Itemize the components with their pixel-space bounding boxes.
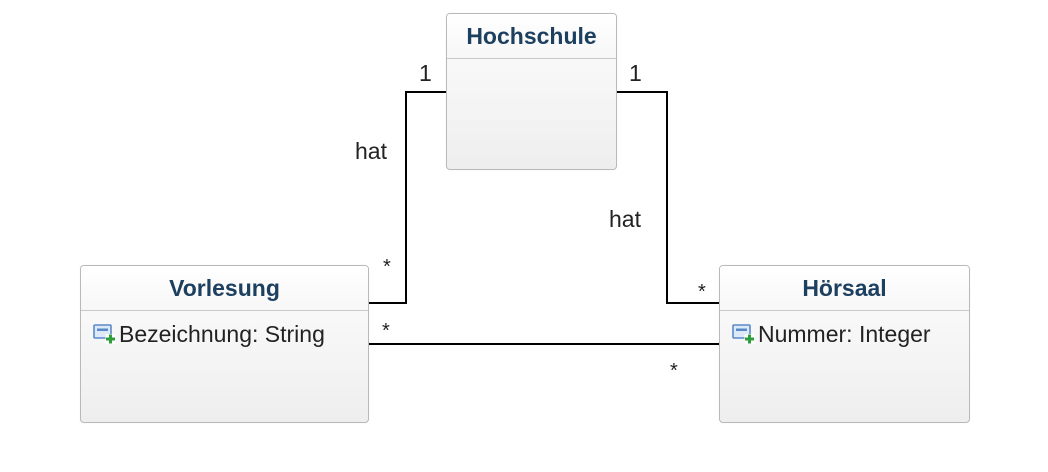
association-hochschule-vorlesung-line xyxy=(369,91,446,304)
class-name: Vorlesung xyxy=(81,266,368,311)
attribute-text: Nummer: Integer xyxy=(758,320,931,347)
attribute-add-icon xyxy=(732,324,755,344)
class-hochschule[interactable]: Hochschule xyxy=(446,13,617,170)
class-name: Hochschule xyxy=(447,14,616,59)
multiplicity-hoersaal-vorlesung: * xyxy=(670,360,678,382)
class-attributes xyxy=(447,59,616,67)
class-attributes: Nummer: Integer xyxy=(720,311,969,349)
attribute-row[interactable]: Nummer: Integer xyxy=(720,319,969,349)
attribute-add-icon xyxy=(93,324,116,344)
association-label-hochschule-hoersaal: hat xyxy=(609,206,641,232)
attribute-text: Bezeichnung: String xyxy=(119,320,325,347)
multiplicity-vorlesung-hochschule: * xyxy=(383,256,391,278)
class-attributes: Bezeichnung: String xyxy=(81,311,368,349)
class-name: Hörsaal xyxy=(720,266,969,311)
multiplicity-hochschule-vorlesung: 1 xyxy=(419,60,432,86)
multiplicity-vorlesung-hoersaal: * xyxy=(382,320,390,342)
class-hoersaal[interactable]: Hörsaal Nummer: Integer xyxy=(719,265,970,423)
association-hochschule-hoersaal-line xyxy=(617,91,719,304)
multiplicity-hoersaal-hochschule: * xyxy=(698,281,706,303)
class-vorlesung[interactable]: Vorlesung Bezeichnung: String xyxy=(80,265,369,423)
association-label-hochschule-vorlesung: hat xyxy=(355,138,387,164)
attribute-row[interactable]: Bezeichnung: String xyxy=(81,319,368,349)
multiplicity-hochschule-hoersaal: 1 xyxy=(629,60,642,86)
